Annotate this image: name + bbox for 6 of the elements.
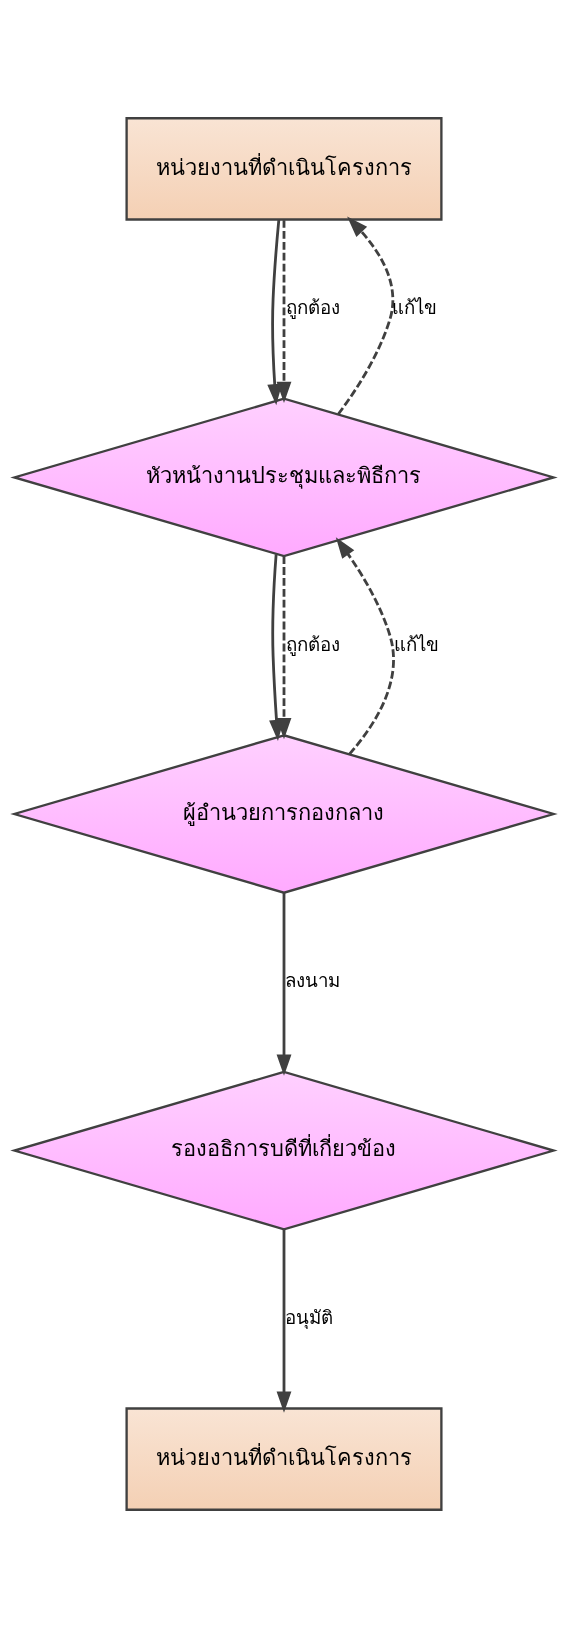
edge-label: ลงนาม — [285, 970, 341, 992]
edge-label: ถูกต้อง — [285, 296, 340, 318]
edge-label: แก้ไข — [392, 296, 438, 318]
edge-label: แก้ไข — [393, 633, 439, 655]
edge-label: ถูกต้อง — [285, 633, 340, 655]
edge-label: อนุมัติ — [284, 1306, 333, 1328]
